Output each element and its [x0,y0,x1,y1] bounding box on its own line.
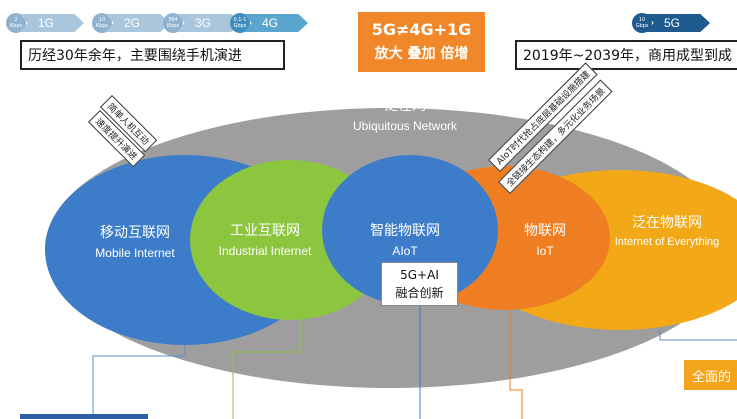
label-zh: 智能物联网 [370,223,440,239]
label-iot: 物联网 IoT [515,220,575,258]
connector-industrial [232,318,301,419]
label-en: Industrial Internet [218,244,312,258]
bottom-right-tag: 全面的 [684,360,737,390]
label-en: IoT [536,244,554,258]
center-tag: 5G≠4G+1G 放大 叠加 倍增 [358,12,485,72]
left-title-box: 历经30年余年，主要围绕手机演进 [20,40,285,70]
gen-label: 5G [664,16,681,30]
label-en: Mobile Internet [95,246,175,260]
center-tag-formula: 5G≠4G+1G [371,20,472,39]
connector-everything [659,330,737,341]
label-en: Internet of Everything [614,236,720,248]
fusion-line-1: 5G+AI [400,268,439,282]
label-zh: 工业互联网 [230,223,300,239]
gen-5g-chevron: 5G [646,13,710,33]
label-en: Ubiquitous Network [352,119,458,133]
label-internet-of-everything: 泛在物联网 Internet of Everything [597,212,737,248]
label-ubiquitous-network: 泛在网 Ubiquitous Network [330,95,480,133]
label-zh: 泛在物联网 [632,215,702,231]
gen-label: 1G [38,16,55,30]
connector-iot [509,305,523,419]
gen-4g-chevron: 4G [244,13,308,33]
center-tag-subtitle: 放大 叠加 倍增 [374,46,469,62]
connector-mobile [92,345,186,419]
gen-label: 4G [262,16,279,30]
label-zh: 移动互联网 [100,225,170,241]
label-en: AIoT [392,244,418,258]
bottom-left-bar [20,414,148,419]
gen-label: 2G [124,16,141,30]
gen-3g-chevron: 3G [177,13,241,33]
label-mobile-internet: 移动互联网 Mobile Internet [75,222,195,260]
label-aiot: 智能物联网 AIoT [350,220,460,258]
right-title-box: 2019年~2039年，商用成型到成 [515,40,737,70]
fusion-line-2: 融合创新 [395,286,444,300]
gen-1g-chevron: 1G [20,13,84,33]
label-industrial-internet: 工业互联网 Industrial Internet [200,220,330,258]
gen-label: 3G [195,16,212,30]
label-zh: 物联网 [524,223,566,239]
fusion-box: 5G+AI 融合创新 [381,262,458,306]
label-zh: 泛在网 [384,98,426,114]
gen-2g-chevron: 2G [106,13,170,33]
